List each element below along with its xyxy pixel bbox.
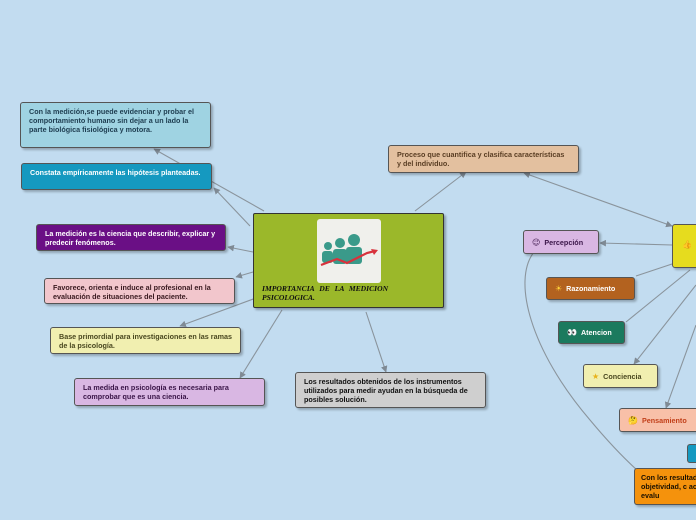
thinking-face-icon: 🤔 (628, 415, 638, 425)
node-razonamiento[interactable]: ☀ Razonamiento (546, 277, 635, 300)
node-percepcion[interactable]: 😉 Percepción (523, 230, 599, 254)
sun-icon: ☀ (555, 284, 563, 293)
node-label: Percepción (544, 237, 584, 247)
node-text: Base primordial para investigaciones en … (59, 332, 232, 350)
node-conciencia[interactable]: ★ Conciencia (583, 364, 658, 388)
link-pensamiento (664, 324, 696, 409)
node-text: Los resultados obtenidos de los instrume… (304, 377, 468, 404)
eyes-icon: 👀 (567, 328, 577, 337)
people-growth-chart-icon (317, 219, 381, 283)
link-investigaciones (179, 297, 257, 328)
node-hipotesis[interactable]: Constata empíricamente las hipótesis pla… (21, 163, 212, 190)
link-conciencia (633, 284, 696, 365)
link-atencion (625, 269, 691, 323)
central-title: IMPORTANCIA DE LA MEDICION PSICOLOGICA. (262, 284, 389, 302)
node-atencion[interactable]: 👀 Atencion (558, 321, 625, 344)
node-evaluacion-paciente[interactable]: Favorece, orienta e induce al profesiona… (44, 278, 235, 304)
link-ciencia (227, 244, 254, 253)
star-icon: ★ (592, 371, 600, 381)
node-text: Proceso que cuantifica y clasifica carac… (397, 150, 565, 168)
node-label: Pensamiento (641, 415, 687, 425)
link-percepcion (599, 239, 673, 247)
node-offscreen-teal[interactable] (687, 444, 696, 463)
node-text: Constata empíricamente las hipótesis pla… (30, 168, 201, 177)
node-pensamiento[interactable]: 🤔 Pensamiento (619, 408, 696, 432)
right-hub-node[interactable]: 👍 (672, 224, 696, 268)
smiley-face-icon: 😉 (532, 237, 541, 247)
link-proceso (414, 171, 467, 212)
link-evaluacion (235, 271, 254, 279)
link-hub (523, 171, 673, 228)
node-text: Favorece, orienta e induce al profesiona… (53, 283, 211, 301)
node-text: La medición es la ciencia que describir,… (45, 229, 216, 247)
node-text: Con la medición,se puede evidenciar y pr… (29, 107, 194, 134)
thumbs-up-icon: 👍 (682, 240, 692, 249)
node-label: Atencion (580, 328, 612, 337)
link-resultados (365, 311, 388, 373)
node-label: Razonamiento (566, 284, 616, 293)
node-resultados-objetividad[interactable]: Con los resultados, objetividad, c acert… (634, 468, 696, 505)
link-hipotesis (213, 187, 251, 227)
node-label: Conciencia (603, 371, 642, 381)
node-evidencia-comportamiento[interactable]: Con la medición,se puede evidenciar y pr… (20, 102, 211, 148)
node-proceso[interactable]: Proceso que cuantifica y clasifica carac… (388, 145, 579, 173)
central-topic[interactable]: IMPORTANCIA DE LA MEDICION PSICOLOGICA. (253, 213, 444, 308)
node-investigaciones[interactable]: Base primordial para investigaciones en … (50, 327, 241, 354)
link-razonamiento (635, 263, 673, 277)
node-text: Con los resultados, objetividad, c acert… (641, 473, 696, 500)
link-necesaria (239, 309, 283, 379)
node-resultados[interactable]: Los resultados obtenidos de los instrume… (295, 372, 486, 408)
node-text: La medida en psicología es necesaria par… (83, 383, 229, 401)
node-ciencia[interactable]: La medición es la ciencia que describir,… (36, 224, 226, 251)
node-ciencia-necesaria[interactable]: La medida en psicología es necesaria par… (74, 378, 265, 406)
